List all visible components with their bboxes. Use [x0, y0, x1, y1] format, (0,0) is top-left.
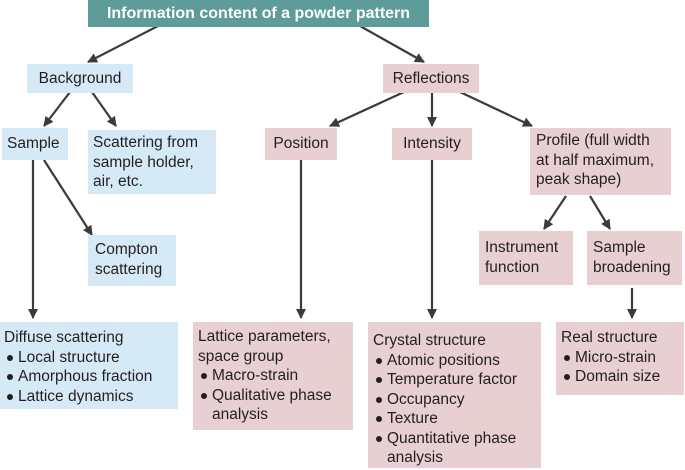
crystal-list: Atomic positions Temperature factor Occu… [373, 351, 541, 468]
scattering-holder-box: Scattering from sample holder, air, etc. [88, 130, 216, 194]
profile-line-1: Profile (full width [536, 132, 650, 149]
instrument-line-2: function [485, 258, 540, 276]
real-list: Micro-strain Domain size [561, 348, 684, 387]
background-box: Background [27, 64, 133, 93]
arrow-title-to-background [87, 25, 159, 63]
instrument-function-box: Instrument function [479, 231, 573, 285]
crystal-structure-box: Crystal structure Atomic positions Tempe… [368, 322, 541, 468]
compton-line-1: Compton [95, 241, 158, 258]
crystal-item: Quantitative phase analysis [373, 429, 541, 468]
diffuse-scattering-box: Diffuse scattering Local structure Amorp… [0, 322, 178, 409]
crystal-item: Texture [373, 409, 541, 429]
holder-line-2: sample holder, [93, 153, 194, 171]
diffuse-item: Lattice dynamics [4, 387, 178, 407]
profile-box: Profile (full width at half maximum, pea… [530, 128, 671, 195]
real-item: Micro-strain [561, 348, 684, 368]
lattice-item: Qualitative phase analysis [198, 386, 353, 425]
profile-line-3: peak shape) [536, 171, 622, 188]
instrument-line-1: Instrument [485, 239, 559, 256]
real-title: Real structure [561, 329, 658, 346]
arrow-background-to-holder [91, 91, 117, 127]
holder-line-3: air, etc. [93, 173, 143, 190]
intensity-box: Intensity [392, 128, 472, 160]
reflections-box: Reflections [383, 64, 479, 93]
compton-box: Compton scattering [88, 235, 176, 286]
arrow-background-to-sample [43, 91, 71, 127]
diffuse-title: Diffuse scattering [4, 329, 124, 346]
diffuse-list: Local structure Amorphous fraction Latti… [4, 348, 178, 407]
arrow-sample-to-compton [43, 159, 93, 236]
arrow-title-to-reflections [359, 25, 425, 63]
arrow-profile-to-instrument [543, 195, 567, 230]
diffuse-item: Amorphous fraction [4, 367, 178, 387]
diagram-title: Information content of a powder pattern [88, 0, 429, 27]
arrow-profile-to-sample-broadening [589, 195, 611, 230]
diffuse-item: Local structure [4, 348, 178, 368]
broadening-line-2: broadening [593, 258, 671, 276]
profile-line-2: at half maximum, [536, 151, 655, 169]
real-structure-box: Real structure Micro-strain Domain size [556, 322, 684, 395]
sample-broadening-box: Sample broadening [587, 231, 682, 285]
lattice-item: Macro-strain [198, 366, 353, 386]
compton-line-2: scattering [95, 260, 163, 278]
position-box: Position [265, 128, 337, 160]
crystal-item: Atomic positions [373, 351, 541, 371]
holder-line-1: Scattering from [93, 134, 199, 151]
crystal-title: Crystal structure [373, 332, 486, 349]
crystal-item: Occupancy [373, 390, 541, 410]
broadening-line-1: Sample [593, 239, 646, 256]
lattice-title-line-2: space group [198, 347, 284, 365]
sample-box: Sample [2, 128, 68, 160]
arrow-reflections-to-profile [459, 91, 533, 127]
lattice-parameters-box: Lattice parameters, space group Macro-st… [193, 322, 353, 430]
crystal-item: Temperature factor [373, 370, 541, 390]
arrow-reflections-to-position [329, 91, 405, 127]
real-item: Domain size [561, 367, 684, 387]
lattice-list: Macro-strain Qualitative phase analysis [198, 366, 353, 425]
lattice-title-line-1: Lattice parameters, [198, 328, 331, 345]
